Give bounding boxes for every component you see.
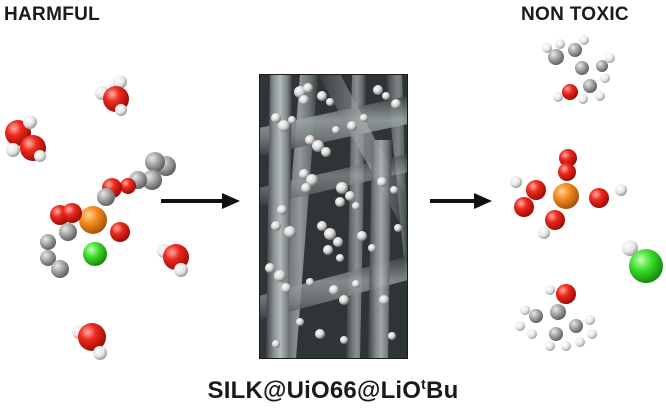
sem-micrograph: [259, 74, 408, 359]
non-toxic-label: NON TOXIC: [521, 4, 629, 25]
water-molecule-4: [72, 323, 107, 360]
water-molecule-3: [157, 244, 189, 277]
caption-text-suffix: Bu: [426, 377, 459, 404]
arrow-right-icon: [430, 193, 492, 209]
caption-superscript: t: [421, 376, 427, 392]
organophosphate-molecule: [40, 152, 176, 278]
water-molecule-2: [5, 115, 46, 162]
phosphoric-acid-molecule: [510, 149, 627, 239]
material-caption: SILK@UiO66@LiOtBu: [0, 377, 666, 405]
arrow-right-icon: [161, 193, 240, 209]
caption-text: SILK@UiO66@LiO: [207, 377, 422, 404]
harmful-label: HARMFUL: [4, 4, 101, 25]
water-molecule-1: [95, 75, 129, 116]
tert-butanol-molecule-1: [542, 35, 615, 104]
tert-butanol-molecule-2: [515, 284, 597, 351]
hcl-molecule: [622, 240, 663, 283]
